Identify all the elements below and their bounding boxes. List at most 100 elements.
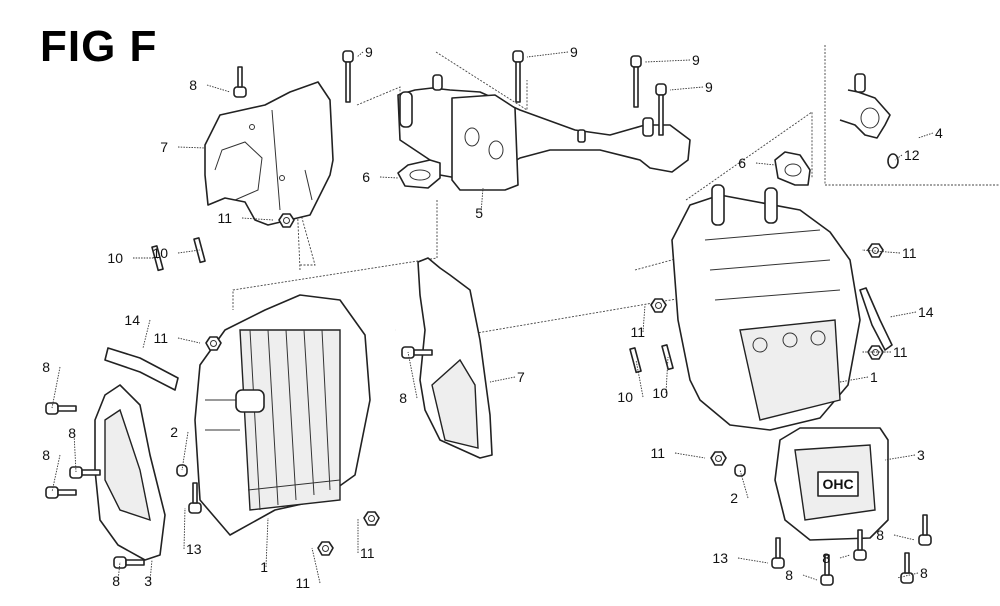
callout-bolt: 9 bbox=[570, 44, 578, 60]
stud-icon bbox=[629, 347, 642, 374]
cylinder-head-right bbox=[671, 184, 861, 431]
bolt-icon bbox=[188, 482, 202, 514]
nut-icon bbox=[317, 541, 334, 556]
leader-line bbox=[183, 507, 186, 550]
leader-line bbox=[889, 311, 917, 318]
leader-line bbox=[802, 574, 818, 581]
callout-nut: 11 bbox=[153, 330, 168, 346]
bolt-icon bbox=[45, 402, 77, 415]
callout-spark-plug: 14 bbox=[918, 304, 934, 320]
head-cover-right: OHC bbox=[774, 427, 889, 541]
callout-nut: 11 bbox=[893, 344, 908, 360]
bolt-icon bbox=[512, 50, 524, 103]
callout-bolt: 13 bbox=[712, 550, 728, 566]
leader-line bbox=[917, 132, 934, 139]
shroud-upper bbox=[204, 81, 334, 226]
leader-line bbox=[480, 187, 484, 214]
nut-icon bbox=[363, 511, 380, 526]
leader-line bbox=[839, 376, 869, 383]
leader-line bbox=[669, 86, 704, 91]
leader-line bbox=[379, 176, 399, 179]
callout-bolt: 13 bbox=[186, 541, 202, 557]
callout-cylinder-head: 1 bbox=[260, 559, 268, 575]
callout-bolt: 8 bbox=[876, 527, 884, 543]
spark-plug-right bbox=[859, 287, 893, 351]
elbow-assembly bbox=[839, 73, 899, 169]
leader-line bbox=[311, 547, 321, 584]
callout-gasket: 6 bbox=[738, 155, 746, 171]
leader-line bbox=[117, 561, 121, 582]
callout-nut: 11 bbox=[630, 324, 645, 340]
ohc-badge bbox=[817, 471, 859, 497]
leader-line bbox=[356, 51, 364, 58]
nut-icon bbox=[278, 213, 295, 228]
callout-bolt: 9 bbox=[365, 44, 373, 60]
callout-nut: 11 bbox=[295, 575, 310, 591]
cylinder-head-left bbox=[194, 294, 371, 536]
callout-bolt: 9 bbox=[705, 79, 713, 95]
leader-line bbox=[665, 356, 669, 394]
bolt-icon bbox=[233, 66, 247, 98]
callout-spark-plug: 14 bbox=[124, 312, 140, 328]
leader-line bbox=[181, 431, 189, 471]
bolt-icon bbox=[113, 556, 145, 569]
bolt-icon bbox=[900, 552, 914, 584]
head-cover-left bbox=[94, 384, 166, 561]
ohc-badge-text: OHC bbox=[822, 476, 853, 492]
leader-line bbox=[839, 554, 851, 559]
bolt-icon bbox=[69, 466, 101, 479]
callout-bolt: 8 bbox=[920, 565, 928, 581]
callout-cylinder-head: 1 bbox=[870, 369, 878, 385]
leader-line bbox=[51, 454, 61, 493]
nut-icon bbox=[710, 451, 727, 466]
leader-line bbox=[407, 351, 418, 399]
nut-icon bbox=[867, 243, 884, 258]
leader-lines bbox=[51, 51, 934, 584]
bolt-icon bbox=[630, 55, 642, 108]
callout-bolt: 8 bbox=[189, 77, 197, 93]
leader-line bbox=[642, 304, 646, 333]
leader-line bbox=[177, 249, 201, 254]
callout-nut: 11 bbox=[650, 445, 665, 461]
leader-line bbox=[635, 359, 644, 398]
callout-dowel: 2 bbox=[730, 490, 738, 506]
callout-bolt: 8 bbox=[822, 550, 830, 566]
callout-gasket: 6 bbox=[362, 169, 370, 185]
leader-line bbox=[177, 146, 206, 149]
leader-line bbox=[739, 469, 749, 499]
nut-icon bbox=[650, 298, 667, 313]
leader-line bbox=[526, 51, 569, 58]
leader-line bbox=[644, 59, 691, 63]
callout-bolt: 8 bbox=[399, 390, 407, 406]
callout-nut: 11 bbox=[360, 545, 375, 561]
callout-bolt: 8 bbox=[42, 447, 50, 463]
bolt-icon bbox=[853, 529, 867, 561]
leader-line bbox=[51, 366, 61, 409]
figure-title: FIG F bbox=[40, 22, 158, 71]
callout-bolt: 8 bbox=[42, 359, 50, 375]
leader-line bbox=[73, 432, 77, 473]
shroud-lower bbox=[417, 257, 493, 459]
manifold bbox=[397, 74, 691, 191]
leader-line bbox=[489, 376, 516, 383]
callout-stud: 10 bbox=[107, 250, 123, 266]
nut-icon bbox=[205, 336, 222, 351]
callout-shroud-lower: 7 bbox=[517, 369, 525, 385]
callout-manifold: 5 bbox=[475, 205, 483, 221]
leader-line bbox=[265, 517, 269, 568]
callout-bolt: 8 bbox=[785, 567, 793, 583]
callout-elbow-assembly: 4 bbox=[935, 125, 943, 141]
assembly-guide-lines bbox=[232, 45, 1000, 336]
callout-stud: 10 bbox=[152, 245, 168, 261]
fasteners bbox=[45, 50, 932, 586]
callout-shroud-upper: 7 bbox=[160, 139, 168, 155]
callout-nut: 11 bbox=[217, 210, 232, 226]
leader-line bbox=[737, 557, 769, 564]
bolt-icon bbox=[655, 83, 667, 136]
callout-bolt: 8 bbox=[112, 573, 120, 589]
callout-head-cover: 3 bbox=[144, 573, 152, 589]
bolt-icon bbox=[342, 50, 354, 103]
bolt-icon bbox=[918, 514, 932, 546]
